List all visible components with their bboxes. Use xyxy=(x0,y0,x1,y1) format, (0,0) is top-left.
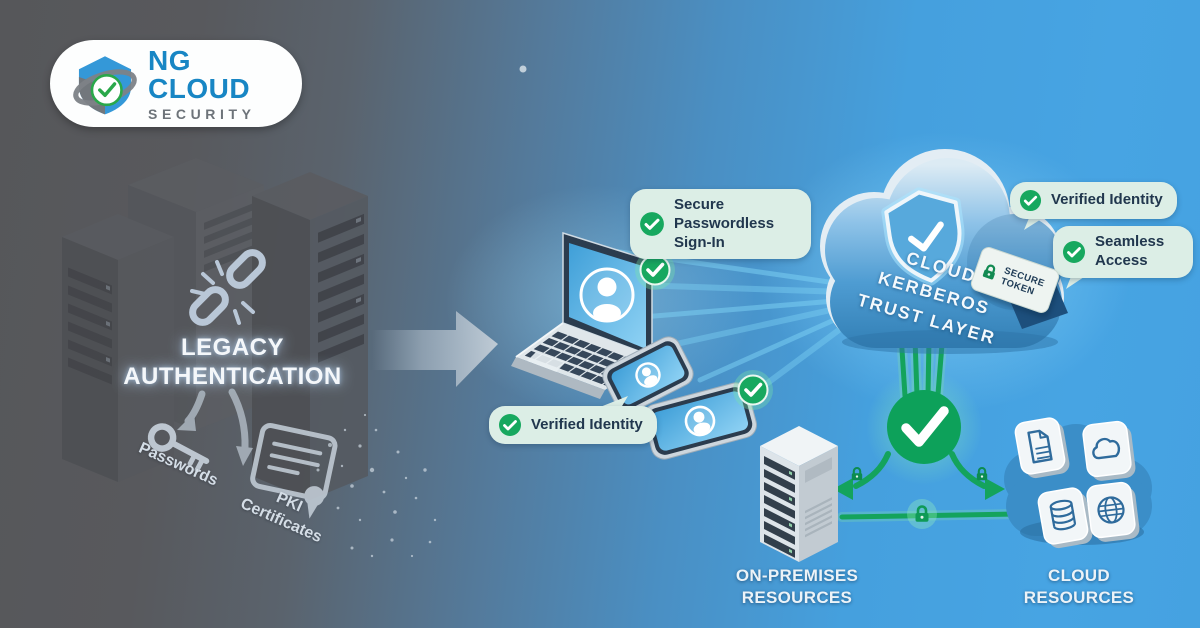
verified-identity-bubble: Verified Identity xyxy=(489,406,657,444)
check-icon xyxy=(1019,189,1042,212)
cloud-resources xyxy=(1004,417,1152,549)
dissolve-particles xyxy=(316,65,527,558)
secure-token-card: SECURE TOKEN xyxy=(968,244,1062,316)
document-icon xyxy=(1027,429,1053,464)
check-icon xyxy=(498,413,522,437)
secure-connections xyxy=(833,451,1025,529)
user-avatar-icon xyxy=(635,362,661,388)
phone-large xyxy=(643,382,757,460)
key-icon xyxy=(147,423,210,473)
user-avatar-icon xyxy=(579,267,635,323)
secure-signin-text: Secure Passwordless Sign-In xyxy=(674,196,775,251)
broken-link-icon xyxy=(189,249,266,326)
verified-identity-badge: Verified Identity xyxy=(1010,182,1177,219)
onprem-resources-label: ON-PREMISES RESOURCES xyxy=(735,566,859,608)
resource-tile-database xyxy=(1037,487,1093,549)
seamless-access-badge: Seamless Access xyxy=(1053,226,1193,278)
resource-tile-globe xyxy=(1086,481,1140,542)
cloud-resources-label: CLOUD RESOURCES xyxy=(1023,566,1135,608)
database-icon xyxy=(1049,499,1076,531)
legacy-server-racks xyxy=(62,158,368,500)
verified-identity-badge-text: Verified Identity xyxy=(1051,191,1163,209)
shield-check-icon xyxy=(881,187,965,286)
brand-logo: NG CLOUD SECURITY xyxy=(50,40,302,127)
lock-icon xyxy=(979,261,1001,283)
legacy-authentication-title: LEGACY AUTHENTICATION xyxy=(123,334,342,390)
phone-small xyxy=(602,336,694,414)
brand-shield-icon xyxy=(72,51,138,117)
laptop xyxy=(511,231,653,399)
certificate-icon xyxy=(250,423,338,519)
secure-signin-bubble: Secure Passwordless Sign-In xyxy=(630,189,811,260)
resource-tile-cloud xyxy=(1082,420,1136,481)
verified-identity-text: Verified Identity xyxy=(531,415,643,433)
lock-icon xyxy=(850,466,864,482)
check-badge-laptop xyxy=(635,250,675,290)
check-icon xyxy=(1062,240,1086,264)
seamless-access-text: Seamless Access xyxy=(1095,233,1165,269)
user-avatar-icon xyxy=(684,405,716,437)
verification-check xyxy=(887,390,961,464)
check-badge-phone xyxy=(733,370,773,410)
legacy-arrows xyxy=(177,388,253,466)
brand-name: NG CLOUD xyxy=(148,44,251,104)
lock-icon xyxy=(975,466,989,482)
brand-subtitle: SECURITY xyxy=(148,105,256,122)
cloud-icon xyxy=(1092,437,1121,460)
check-icon xyxy=(639,211,665,237)
globe-icon xyxy=(1097,496,1125,524)
resource-tile-document xyxy=(1014,417,1070,479)
transition-arrow xyxy=(372,311,498,387)
onprem-server xyxy=(760,426,838,562)
